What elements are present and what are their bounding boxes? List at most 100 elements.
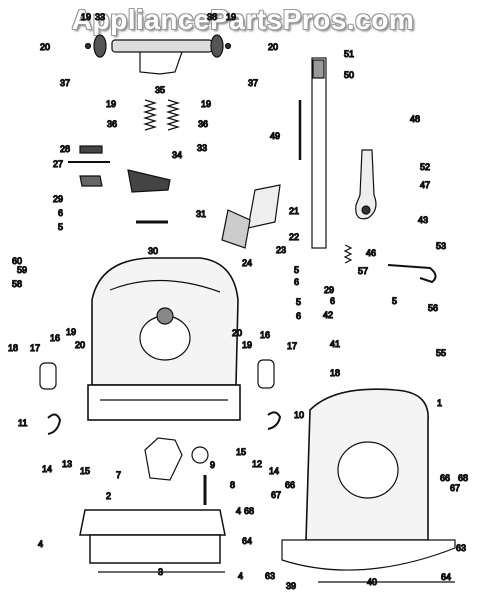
callout-24: 24 (242, 258, 252, 268)
callout-37: 37 (248, 78, 258, 88)
callout-20: 20 (75, 340, 85, 350)
callout-15: 15 (80, 466, 90, 476)
callout-30: 30 (148, 246, 158, 256)
callout-8: 8 (230, 480, 235, 490)
callout-33: 33 (197, 143, 207, 153)
callout-19: 19 (242, 340, 252, 350)
callout-38: 38 (207, 12, 217, 22)
pedal-7 (144, 437, 183, 481)
callout-56: 56 (428, 303, 438, 313)
callout-63: 63 (456, 543, 466, 553)
callout-5: 5 (58, 222, 63, 232)
callout-12: 12 (252, 459, 262, 469)
callout-37: 37 (60, 78, 70, 88)
callout-51: 51 (344, 49, 354, 59)
callout-21: 21 (289, 206, 299, 216)
handle-tube (298, 57, 327, 249)
hook-10 (267, 411, 282, 430)
callout-31: 31 (196, 209, 206, 219)
callout-68: 68 (458, 473, 468, 483)
callout-34: 34 (172, 150, 182, 160)
callout-1: 1 (437, 398, 442, 408)
callout-52: 52 (420, 162, 430, 172)
callout-2: 2 (106, 491, 111, 501)
front-housing (281, 388, 456, 571)
callout-22: 22 (289, 232, 299, 242)
callout-47: 47 (420, 180, 430, 190)
pedal-53 (387, 264, 437, 284)
hook-11 (47, 413, 62, 435)
callout-66: 66 (285, 480, 295, 490)
callout-43: 43 (418, 215, 428, 225)
callout-23: 23 (276, 245, 286, 255)
callout-5: 5 (296, 297, 301, 307)
callout-27: 27 (53, 159, 63, 169)
handle-bracket (355, 149, 377, 220)
side-cover (221, 184, 281, 249)
callout-11: 11 (18, 418, 27, 428)
callout-42: 42 (323, 310, 333, 320)
callout-59: 59 (17, 265, 27, 275)
nozzle (79, 509, 226, 564)
callout-10: 10 (294, 410, 304, 420)
callout-16: 16 (50, 333, 60, 343)
callout-13: 13 (62, 459, 72, 469)
callout-40: 40 (367, 577, 377, 587)
callout-19: 19 (106, 99, 116, 109)
callout-4: 4 (238, 571, 243, 581)
callout-35: 35 (155, 85, 165, 95)
callout-16: 16 (260, 330, 270, 340)
callout-14: 14 (269, 466, 279, 476)
callout-3: 3 (158, 567, 163, 577)
callout-17: 17 (30, 343, 40, 353)
callout-19: 19 (81, 12, 91, 22)
axle-assembly (84, 34, 232, 75)
callout-4: 4 (236, 506, 241, 516)
callout-49: 49 (270, 131, 280, 141)
spring-pair (142, 99, 181, 131)
callout-29: 29 (324, 285, 334, 295)
site-watermark: AppliancePartsPros.com (71, 4, 415, 35)
callout-67: 67 (271, 490, 281, 500)
callout-41: 41 (330, 339, 340, 349)
callout-53: 53 (436, 241, 446, 251)
callout-19: 19 (201, 99, 211, 109)
callout-20: 20 (232, 328, 242, 338)
callout-17: 17 (287, 341, 297, 351)
spring-46 (343, 244, 353, 264)
callout-50: 50 (344, 70, 354, 80)
callout-18: 18 (330, 368, 340, 378)
callout-6: 6 (296, 311, 301, 321)
callout-33: 33 (95, 12, 105, 22)
callout-46: 46 (366, 248, 376, 258)
callout-57: 57 (358, 266, 368, 276)
callout-19: 19 (66, 327, 76, 337)
callout-15: 15 (236, 447, 246, 457)
callout-9: 9 (210, 460, 215, 470)
callout-6: 6 (58, 208, 63, 218)
lever-parts (68, 145, 171, 193)
callout-7: 7 (116, 470, 121, 480)
callout-5: 5 (294, 265, 299, 275)
callout-64: 64 (242, 536, 252, 546)
callout-20: 20 (268, 42, 278, 52)
main-housing (87, 257, 241, 421)
wheel-right (257, 359, 275, 389)
callout-14: 14 (42, 464, 52, 474)
callout-66: 66 (440, 473, 450, 483)
callout-64: 64 (441, 572, 451, 582)
callout-28: 28 (60, 144, 70, 154)
callout-18: 18 (8, 343, 18, 353)
wheel-left (39, 362, 57, 390)
knob-9 (191, 446, 209, 464)
callout-4: 4 (38, 539, 43, 549)
callout-labels: 19 33 38 19 20 20 37 37 19 19 35 36 36 5… (7, 11, 468, 591)
callout-58: 58 (12, 279, 22, 289)
callout-20: 20 (40, 42, 50, 52)
callout-68: 68 (244, 506, 254, 516)
callout-6: 6 (330, 296, 335, 306)
callout-55: 55 (436, 348, 446, 358)
callout-48: 48 (410, 114, 420, 124)
callout-29: 29 (53, 194, 63, 204)
callout-60: 60 (12, 256, 22, 266)
